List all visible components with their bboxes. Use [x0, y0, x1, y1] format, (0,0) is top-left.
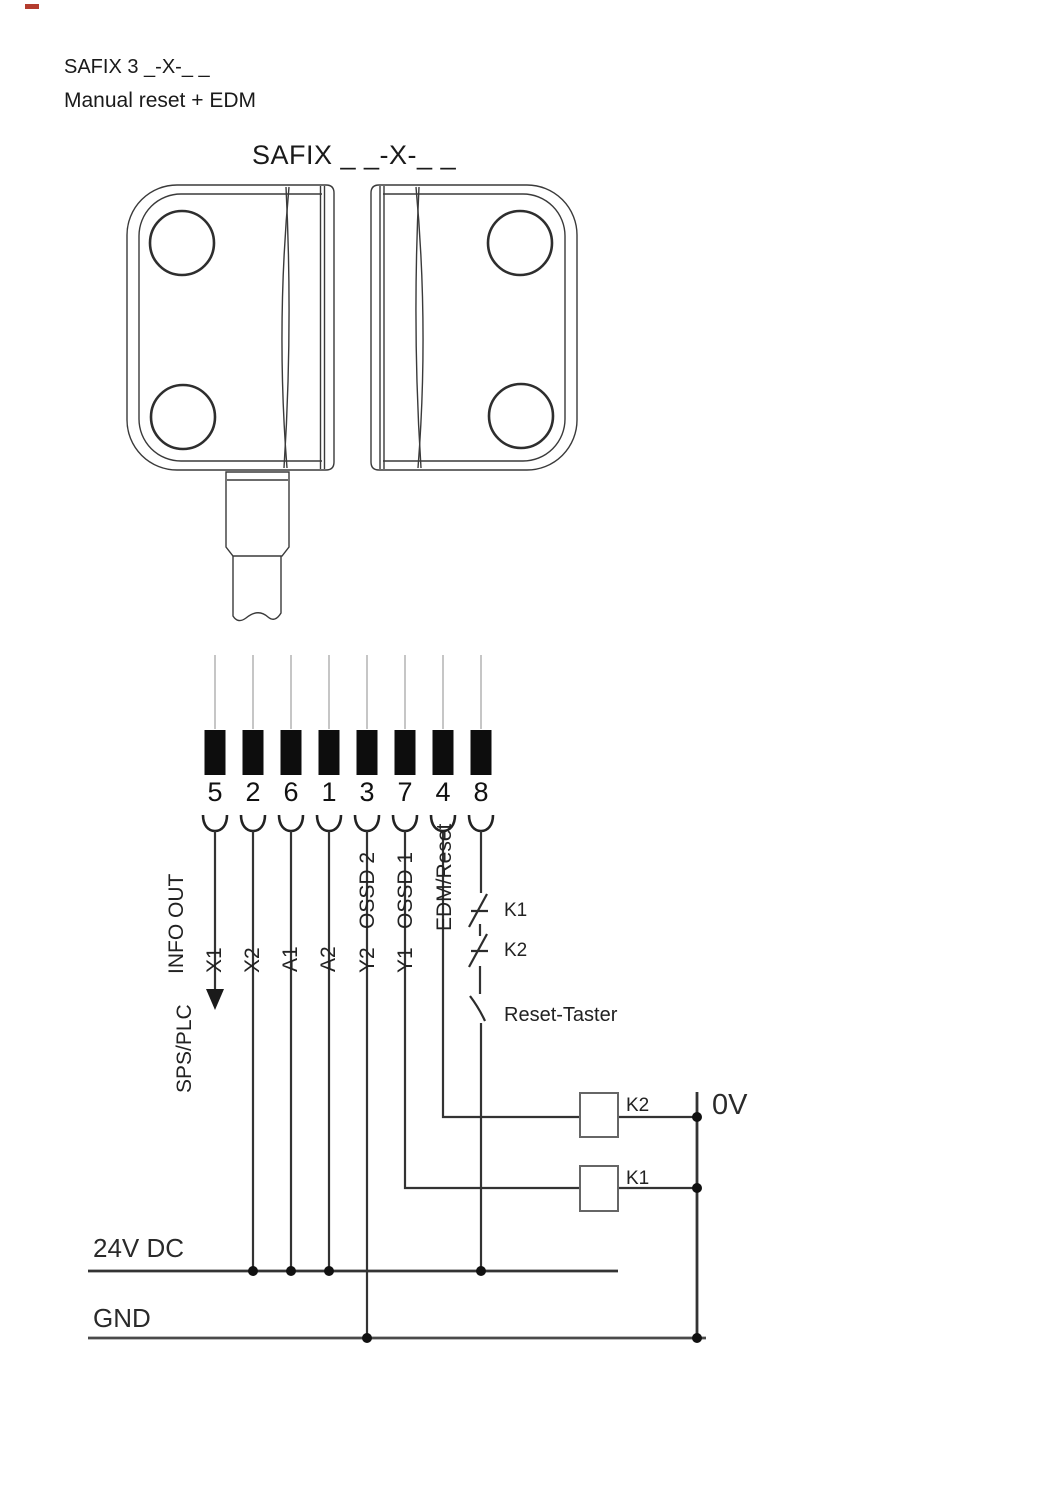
contact-label-k1: K1	[504, 900, 528, 921]
pin-number-6: 6	[283, 777, 299, 807]
rail-label-24v: 24V DC	[93, 1233, 185, 1263]
plc-arrow-head	[206, 989, 224, 1010]
pin-number-1: 1	[321, 777, 337, 807]
signal-label-ossd2: OSSD 2	[356, 851, 379, 929]
mounting-hole	[486, 209, 554, 277]
cable-break	[232, 556, 282, 622]
coil-k1	[579, 1165, 619, 1212]
coil-k2	[579, 1092, 619, 1138]
reset-button-switch	[469, 995, 486, 1022]
edm-contact-k1	[468, 893, 488, 928]
cable-leads	[214, 655, 482, 729]
wire-y2-ossd2	[403, 831, 580, 1190]
pin-number-2: 2	[245, 777, 261, 807]
switch-body-left	[126, 184, 335, 471]
reset-button-label: Reset-Taster	[504, 1004, 618, 1026]
signal-label-ossd1: OSSD 1	[394, 851, 417, 929]
cable-gland	[225, 471, 290, 622]
contact-label-k2: K2	[504, 940, 528, 961]
mounting-hole	[148, 209, 216, 277]
pin-number-5: 5	[207, 777, 223, 807]
signal-label-x1: X1	[203, 947, 226, 973]
reset-mode-subtitle: Manual reset + EDM	[64, 89, 256, 112]
signal-label-edm-reset: EDM/Reset	[433, 823, 456, 931]
signal-label-a1: A1	[279, 946, 302, 972]
coil-label-k2: K2	[626, 1095, 650, 1116]
junction-dots	[248, 1112, 702, 1343]
pin-number-8: 8	[473, 777, 489, 807]
signal-wires	[213, 831, 697, 1338]
signal-label-x2: X2	[241, 947, 264, 973]
rail-label-gnd: GND	[93, 1303, 151, 1333]
mounting-hole	[149, 383, 217, 451]
connector-pin-blocks	[204, 730, 492, 775]
signal-label-info-out: INFO OUT	[165, 873, 188, 974]
edm-contact-k2	[468, 933, 488, 968]
signal-label-a2: A2	[317, 946, 340, 972]
pin-number-4: 4	[435, 777, 451, 807]
coil-label-k1: K1	[626, 1168, 650, 1189]
model-code: SAFIX 3 _-X-_ _	[64, 56, 210, 78]
pin-number-3: 3	[359, 777, 375, 807]
signal-label-y2: Y2	[356, 947, 379, 973]
mounting-hole	[487, 382, 555, 450]
switch-body-right	[370, 184, 578, 471]
signal-label-y1: Y1	[394, 947, 417, 973]
rail-label-0v: 0V	[712, 1089, 748, 1121]
pin-number-7: 7	[397, 777, 413, 807]
wire-y1-ossd1	[441, 831, 580, 1119]
plc-label: SPS/PLC	[173, 1004, 196, 1093]
diagram-title: SAFIX _ _-X-_ _	[252, 140, 457, 170]
red-mark-artifact	[25, 4, 39, 9]
